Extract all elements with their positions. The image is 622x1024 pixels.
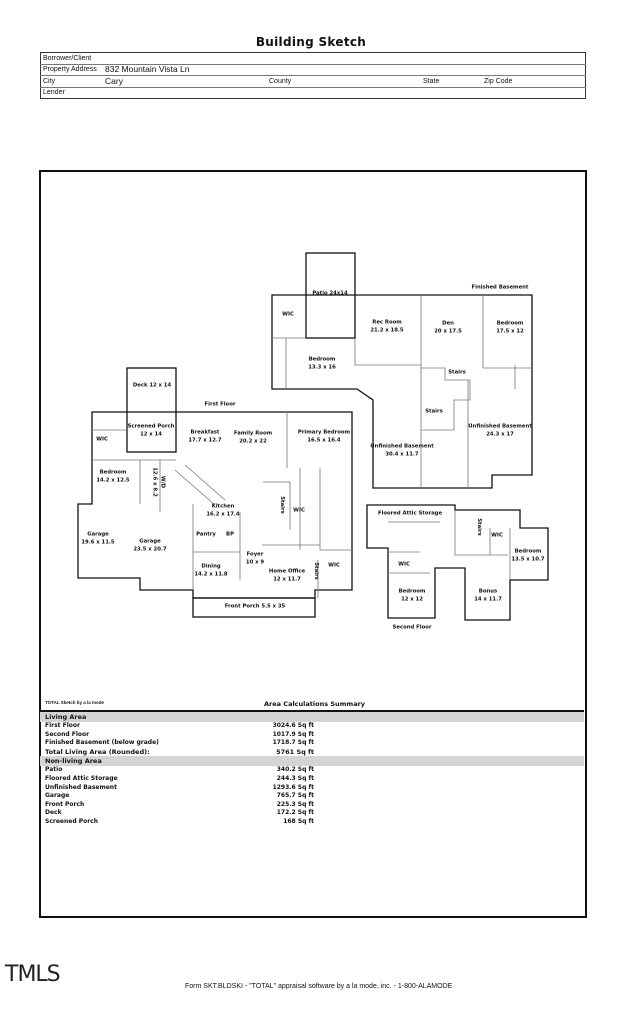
room-label: WIC — [293, 507, 305, 514]
deck-outline — [126, 367, 177, 453]
state-label: State — [421, 75, 482, 88]
basement-outline — [271, 294, 533, 489]
room-label: Stairs — [312, 562, 319, 580]
room-label: Pantry — [196, 531, 216, 538]
front-porch-outline — [192, 597, 316, 618]
room-label: Floored Attic Storage — [377, 510, 443, 517]
room-label: Front Porch 5.5 x 35 — [224, 603, 286, 610]
lender-label: Lender — [43, 89, 65, 97]
nonliving-area-header: Non-living Area — [40, 756, 584, 767]
borrower-label: Borrower/Client — [40, 52, 586, 65]
address-value: 832 Mountain Vista Ln — [103, 64, 586, 76]
sketch-frame — [39, 170, 587, 918]
city-value: Cary — [103, 75, 267, 88]
room-label: Patio 24x14 — [312, 290, 348, 297]
summary-divider — [40, 710, 584, 712]
room-label: Stairs — [425, 408, 443, 415]
summary-row: Finished Basement (below grade)1718.7 Sq… — [45, 739, 314, 747]
form-footer: Form SKT.BLDSKI - "TOTAL" appraisal soft… — [185, 983, 453, 990]
county-label: County — [267, 75, 421, 88]
page-title: Building Sketch — [255, 35, 367, 49]
address-label: Property Address — [40, 64, 103, 76]
living-area-header: Living Area — [40, 712, 584, 722]
floor-label-second: Second Floor — [392, 624, 432, 631]
summary-title: Area Calculations Summary — [264, 700, 366, 708]
room-label: Stairs — [448, 369, 466, 376]
floor-label-basement: Finished Basement — [471, 284, 529, 291]
room-label: Stairs — [475, 518, 482, 536]
room-label: WIC — [398, 561, 410, 568]
patio-outline — [305, 252, 356, 339]
tmls-logo: TMLS — [5, 962, 61, 987]
second-floor-outline — [366, 504, 549, 621]
room-label: WIC — [491, 532, 503, 539]
room-label: Deck 12 x 14 — [132, 382, 172, 389]
room-label: WIC — [96, 436, 108, 443]
room-label: WIC — [282, 311, 294, 318]
city-label: City — [40, 75, 103, 88]
sketch-credit: TOTAL Sketch by a la mode — [45, 700, 105, 705]
room-label: WIC — [328, 562, 340, 569]
total-living-row: Total Living Area (Rounded):5761 Sq ft — [45, 747, 314, 756]
room-label: BP — [226, 531, 234, 538]
room-label: Stairs — [278, 496, 285, 514]
floor-label-first: First Floor — [204, 401, 236, 408]
zip-label: Zip Code — [482, 75, 573, 88]
